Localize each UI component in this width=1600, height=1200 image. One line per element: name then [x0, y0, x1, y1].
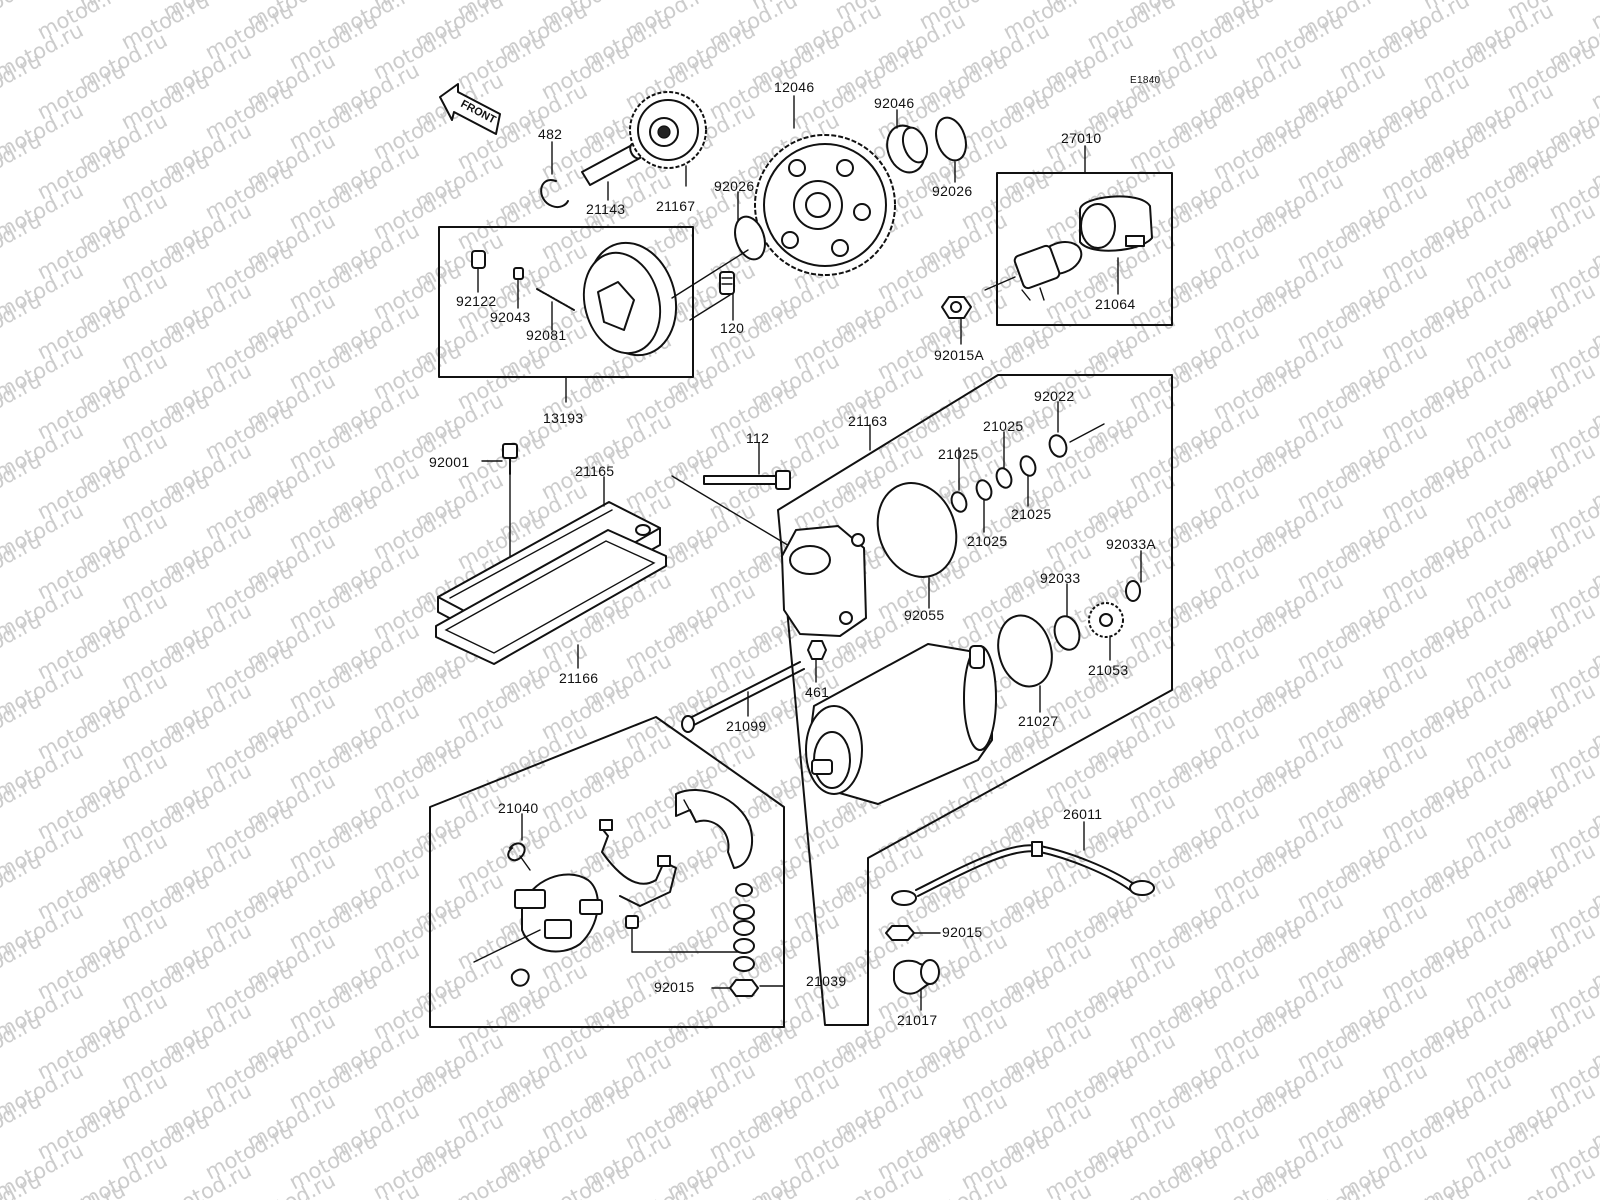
- callout-120: 120: [720, 320, 745, 336]
- callout-92043: 92043: [490, 309, 531, 325]
- callout-21025-right: 21025: [1011, 506, 1052, 522]
- callout-27010: 27010: [1061, 130, 1102, 146]
- callout-21099: 21099: [726, 718, 767, 734]
- callout-92015-right: 92015: [942, 924, 983, 940]
- callout-21165: 21165: [575, 463, 615, 479]
- callout-92026-lower: 92026: [714, 178, 755, 194]
- callout-21040: 21040: [498, 800, 539, 816]
- callout-21025-top: 21025: [983, 418, 1024, 434]
- callout-13193: 13193: [543, 410, 584, 426]
- callout-21163: 21163: [848, 413, 888, 429]
- callout-21064: 21064: [1095, 296, 1136, 312]
- callout-92033: 92033: [1040, 570, 1081, 586]
- callout-21167: 21167: [656, 198, 696, 214]
- callout-92022: 92022: [1034, 388, 1075, 404]
- callout-21143: 21143: [586, 201, 626, 217]
- callout-92055: 92055: [904, 607, 945, 623]
- callout-21166: 21166: [559, 670, 599, 686]
- callout-461: 461: [805, 684, 830, 700]
- callout-92015A: 92015A: [934, 347, 985, 363]
- callout-92033A: 92033A: [1106, 536, 1157, 552]
- callout-92001: 92001: [429, 454, 470, 470]
- callout-21025-left: 21025: [938, 446, 979, 462]
- callout-92015-left: 92015: [654, 979, 695, 995]
- callout-21027: 21027: [1018, 713, 1059, 729]
- callout-21039: 21039: [806, 973, 847, 989]
- callout-92081: 92081: [526, 327, 567, 343]
- callout-21053: 21053: [1088, 662, 1129, 678]
- callout-21025-bottom: 21025: [967, 533, 1008, 549]
- callout-92026-upper: 92026: [932, 183, 973, 199]
- callout-12046: 12046: [774, 79, 815, 95]
- callout-21017: 21017: [897, 1012, 938, 1028]
- callout-26011: 26011: [1063, 806, 1103, 822]
- diagram-code: E1840: [1130, 75, 1161, 86]
- callout-482: 482: [538, 126, 563, 142]
- callout-92122: 92122: [456, 293, 497, 309]
- callout-92046: 92046: [874, 95, 915, 111]
- callout-112: 112: [746, 430, 770, 446]
